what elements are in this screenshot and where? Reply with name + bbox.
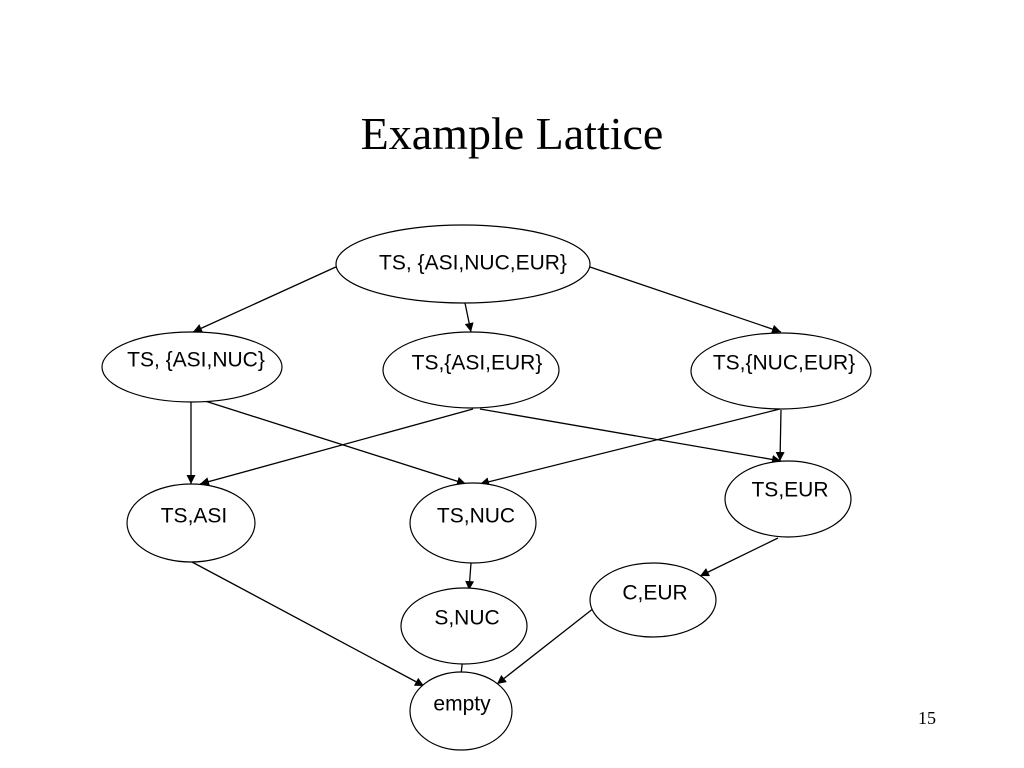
node-ts-asi-nuc: TS, {ASI,NUC} (101, 331, 283, 403)
edges-layer (186, 265, 785, 687)
node-ts-nuc: TS,NUC (409, 482, 537, 564)
node-label: empty (433, 693, 491, 716)
node-label: TS,{ASI,EUR} (412, 352, 543, 375)
node-label: TS,EUR (751, 479, 828, 502)
node-ellipse (101, 331, 283, 403)
edge-ts-nuc-to-s-nuc (465, 562, 475, 591)
nodes-layer: TS, {ASI,NUC,EUR} TS, {ASI,NUC} TS,{ASI,… (101, 224, 872, 751)
node-label: TS,{NUC,EUR} (713, 352, 855, 375)
page-number: 15 (918, 708, 936, 728)
edge-c-eur-to-empty (496, 607, 595, 685)
node-ts-asi-nuc-eur: TS, {ASI,NUC,EUR} (335, 224, 591, 304)
node-ts-asi-eur: TS,{ASI,EUR} (382, 331, 560, 409)
edge-asi-eur-to-ts-eur (479, 408, 782, 464)
node-label: C,EUR (622, 582, 687, 605)
node-ellipse (724, 460, 852, 538)
edge-top-to-asi-nuc (192, 265, 339, 333)
node-label: TS,ASI (161, 505, 228, 528)
node-empty: empty (409, 671, 513, 751)
node-ts-eur: TS,EUR (724, 460, 852, 538)
slide-title: Example Lattice (360, 108, 664, 159)
edge-ts-asi-to-empty (191, 561, 425, 687)
edge-asi-eur-to-ts-asi (199, 408, 474, 486)
node-s-nuc: S,NUC (400, 587, 528, 665)
edge-nuc-eur-to-ts-eur (775, 409, 785, 462)
node-c-eur: C,EUR (589, 562, 717, 638)
node-label: S,NUC (434, 607, 499, 630)
edge-top-to-nuc-eur (589, 266, 782, 334)
node-label: TS, {ASI,NUC,EUR} (379, 252, 567, 275)
node-ellipse (690, 332, 872, 410)
node-ellipse (382, 331, 560, 409)
node-ellipse (409, 482, 537, 564)
node-label: TS,NUC (437, 505, 515, 528)
node-ts-nuc-eur: TS,{NUC,EUR} (690, 332, 872, 410)
edge-nuc-eur-to-ts-nuc (479, 408, 781, 487)
edge-asi-nuc-to-ts-nuc (204, 400, 467, 486)
node-ellipse (409, 671, 513, 751)
node-label: TS, {ASI,NUC} (127, 349, 265, 372)
node-ellipse (589, 562, 717, 638)
edge-top-to-asi-eur (464, 302, 474, 333)
node-ellipse (400, 587, 528, 665)
node-ellipse (126, 483, 256, 563)
node-ts-asi: TS,ASI (126, 483, 256, 563)
edge-ts-eur-to-c-eur (699, 537, 779, 577)
node-ellipse (335, 224, 591, 304)
